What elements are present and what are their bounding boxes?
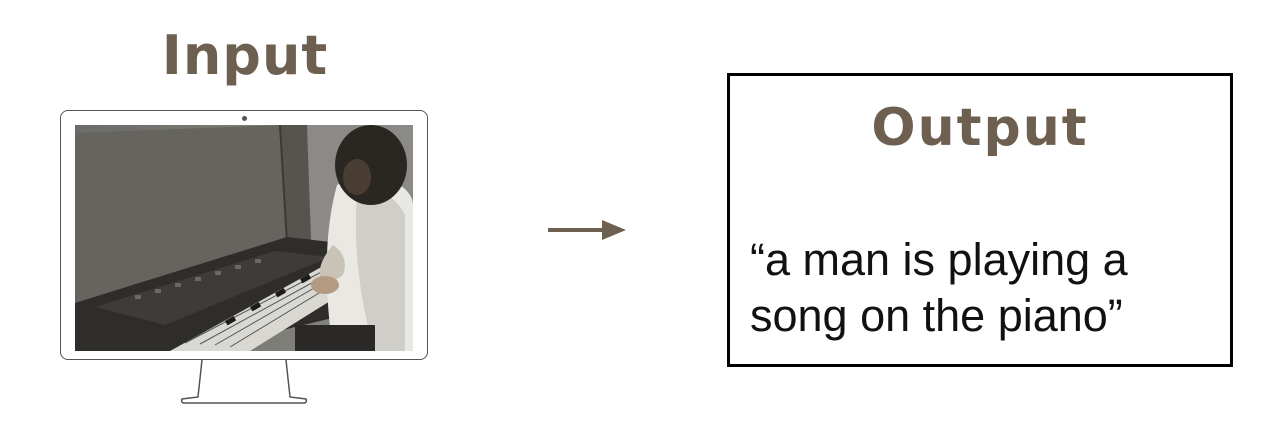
monitor-stand xyxy=(180,359,308,404)
input-title: Input xyxy=(161,24,329,87)
output-box: Output “a man is playing a song on the p… xyxy=(727,73,1233,367)
output-title: Output xyxy=(871,98,1089,158)
video-frame-image xyxy=(75,125,413,351)
output-caption: “a man is playing a song on the piano” xyxy=(750,234,1128,341)
camera-dot xyxy=(242,116,247,121)
right-arrow-icon xyxy=(548,220,626,240)
monitor xyxy=(60,110,428,360)
screen xyxy=(75,125,413,351)
